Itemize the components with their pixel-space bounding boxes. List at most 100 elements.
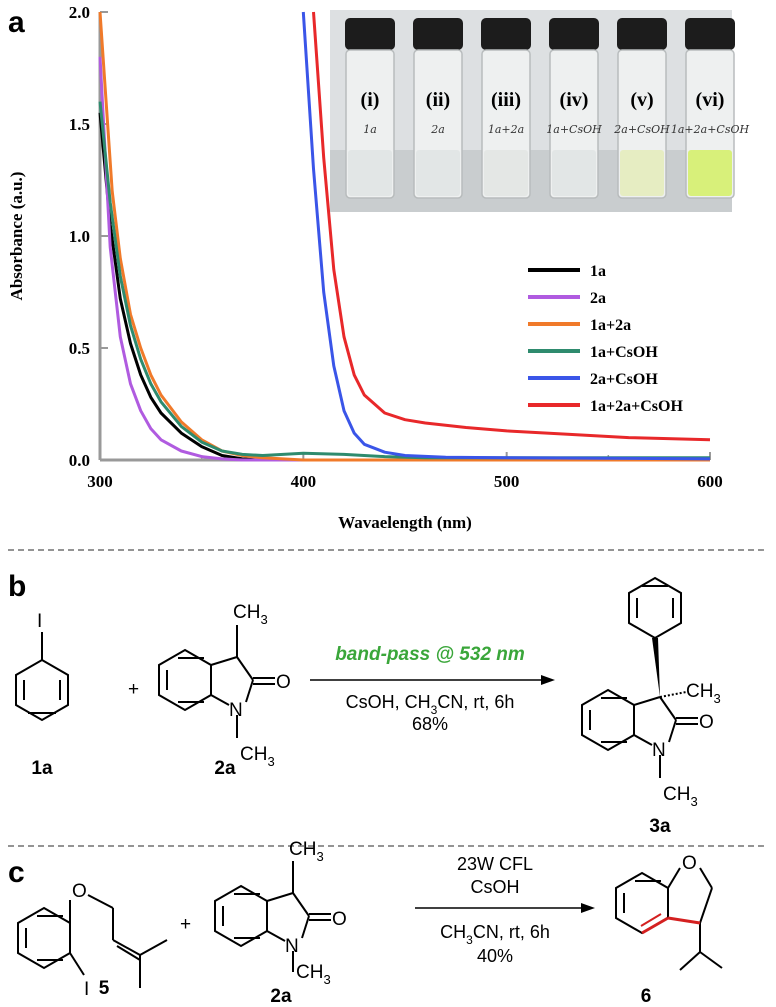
vial-liquid [348, 150, 392, 196]
vial: (iii) 1a+2a [481, 18, 531, 199]
methyl-n-c: CH3 [296, 962, 331, 987]
carbonyl-o-c: O [332, 909, 347, 930]
x-tick-label: 600 [697, 472, 723, 491]
vial: (iv) 1a+CsOH [546, 18, 602, 199]
iodo-label-c: I [84, 979, 89, 1000]
nitrogen-3a: N [652, 740, 666, 761]
methyl-c3-c: CH3 [289, 839, 324, 864]
vial-cap [617, 18, 667, 50]
bandpass-condition: band-pass @ 532 nm [335, 644, 525, 665]
vial-photo: (i) 1a (ii) 2a (iii) 1a+2a (iv) 1a+CsOH (v) 2a+Cs… [330, 10, 750, 212]
substrate-5-structure [17, 894, 168, 988]
vial-label: (ii) [426, 89, 450, 111]
condition-line2-c: CsOH [471, 877, 520, 897]
vial: (v) 2a+CsOH [613, 18, 670, 199]
vial-handwritten-note: 1a [363, 123, 377, 136]
vial-handwritten-note: 2a+CsOH [613, 123, 670, 136]
compound-label-3a: 3a [649, 816, 671, 837]
series-line-1 [98, 56, 710, 462]
x-tick-label: 300 [87, 472, 113, 491]
vial-liquid [484, 150, 528, 196]
nitrogen-c: N [285, 936, 299, 957]
methyl-n-b: CH3 [240, 744, 275, 769]
new-bond-red-2 [667, 916, 701, 925]
series-line-2 [98, 11, 710, 462]
vial-cap [549, 18, 599, 50]
legend-label: 1a+CsOH [590, 344, 658, 361]
vials: (i) 1a (ii) 2a (iii) 1a+2a (iv) 1a+CsOH (v) 2a+Cs… [345, 18, 750, 199]
iodobenzene-structure [15, 632, 69, 722]
plus-b: + [128, 679, 139, 700]
vial-handwritten-note: 1a+2a+CsOH [671, 123, 750, 136]
carbonyl-o-3a: O [699, 712, 714, 733]
methyl-c3-3a: CH3 [686, 681, 721, 706]
vial-label: (i) [361, 89, 380, 111]
arrow-head-b [541, 675, 555, 685]
vial-cap [345, 18, 395, 50]
oxindole-structure-b [158, 625, 275, 738]
oxindole-structure-c [214, 861, 331, 972]
chart-legend: 1a 2a 1a+2a 1a+CsOH 2a+CsOH 1a+2a+CsOH [528, 263, 683, 415]
legend-label: 1a+2a+CsOH [590, 398, 683, 415]
vial-handwritten-note: 1a+2a [488, 123, 524, 136]
series-line-5 [312, 11, 711, 442]
yield-b: 68% [412, 714, 448, 734]
compound-label-1a: 1a [31, 758, 53, 779]
compound-label-2a-b: 2a [214, 758, 236, 779]
ring-o-6: O [682, 853, 697, 874]
legend-label: 2a+CsOH [590, 371, 658, 388]
wedge-bond-3a [652, 638, 660, 697]
vial-cap [685, 18, 735, 50]
vial-liquid [552, 150, 596, 196]
vial-liquid [688, 150, 732, 196]
vial: (ii) 2a [413, 18, 463, 199]
vial-label: (iv) [560, 89, 589, 111]
ether-o-5: O [72, 881, 87, 902]
y-axis-title: Absorbance (a.u.) [7, 172, 26, 301]
condition-line-b: CsOH, CH3CN, rt, 6h [346, 692, 515, 717]
vial-liquid [620, 150, 664, 196]
vial-cap [413, 18, 463, 50]
iodo-label-b: I [37, 611, 42, 632]
methyl-c3-b: CH3 [233, 602, 268, 627]
panel-letter-b: b [8, 570, 26, 603]
vial-liquid [416, 150, 460, 196]
nitrogen-b: N [229, 700, 243, 721]
y-tick-label: 1.0 [69, 227, 90, 246]
x-tick-label: 500 [494, 472, 520, 491]
vial-cap [481, 18, 531, 50]
compound-label-5: 5 [99, 978, 110, 999]
x-axis-title: Wavaelength (nm) [338, 513, 472, 532]
plus-c: + [180, 914, 191, 935]
methyl-n-3a: CH3 [663, 784, 698, 809]
vial-label: (v) [630, 89, 653, 111]
y-tick-label: 2.0 [69, 3, 90, 22]
vial-label: (vi) [696, 89, 725, 111]
series-line-3 [98, 101, 710, 460]
yield-c: 40% [477, 946, 513, 966]
vial: (i) 1a [345, 18, 395, 199]
condition-line3-c: CH3CN, rt, 6h [440, 922, 550, 947]
panel-letter-c: c [8, 856, 25, 889]
legend-label: 1a+2a [590, 317, 631, 334]
vial-label: (iii) [491, 89, 521, 111]
y-tick-label: 1.5 [69, 115, 90, 134]
compound-label-2a-c: 2a [270, 986, 292, 1007]
y-tick-label: 0.5 [69, 339, 90, 358]
series-group [98, 11, 711, 462]
new-bond-red-3 [640, 913, 662, 927]
arrow-head-c [581, 903, 595, 913]
carbonyl-o-b: O [276, 672, 291, 693]
vial-handwritten-note: 1a+CsOH [546, 123, 602, 136]
y-tick-label: 0.0 [69, 451, 90, 470]
product-3a-structure [581, 576, 698, 778]
condition-line1-c: 23W CFL [457, 854, 533, 874]
vial: (vi) 1a+2a+CsOH [671, 18, 750, 199]
new-bond-red-1 [641, 916, 669, 935]
legend-label: 2a [590, 290, 606, 307]
vial-handwritten-note: 2a [430, 123, 445, 136]
legend-label: 1a [590, 263, 606, 280]
